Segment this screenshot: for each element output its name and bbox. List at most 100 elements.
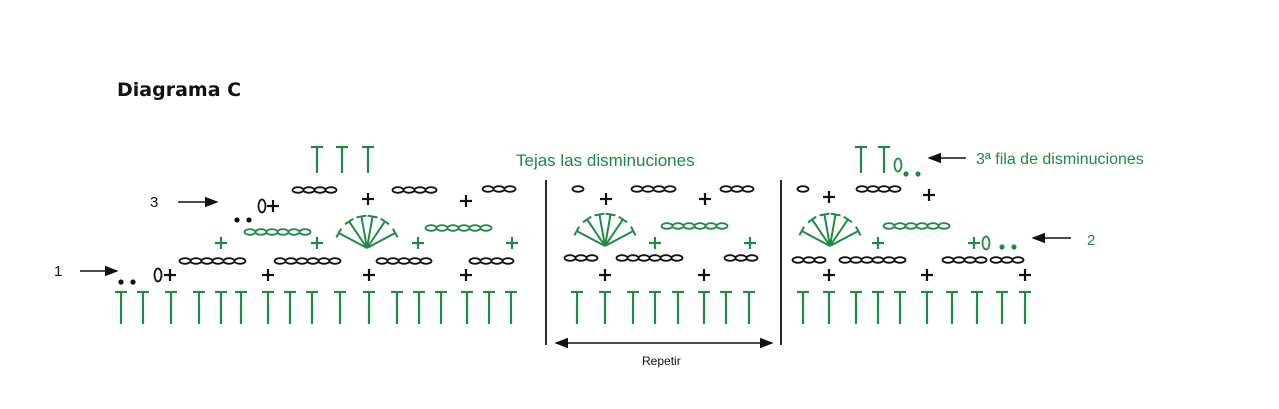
loop-stitches [153, 157, 991, 283]
chain-stitch [637, 254, 651, 262]
chain-stitch [926, 222, 940, 230]
loop-stitch [981, 235, 991, 251]
chain-stitch [490, 257, 504, 265]
chain-stitch [813, 256, 827, 264]
chain-stitches [178, 185, 1025, 265]
chain-stitch [659, 254, 673, 262]
chain-stitch [952, 256, 966, 264]
plus-stitch [600, 193, 612, 205]
chain-stitch [200, 257, 214, 265]
fan-stitch-bar [573, 226, 580, 236]
plus-stitch [744, 237, 756, 249]
plus-stitch [1019, 269, 1031, 281]
dot-stitch [903, 171, 909, 177]
chain-stitch [741, 185, 755, 193]
chain-stitch [877, 185, 891, 193]
fan-stitch-stem [604, 214, 612, 247]
tall-stitch [284, 290, 296, 324]
chain-stitch [745, 254, 759, 262]
fan-stitch-bar [594, 212, 605, 217]
fan-stitch-stem [801, 230, 831, 247]
chain-stitch [413, 186, 427, 194]
chain-stitch [648, 254, 662, 262]
chain-stitch [468, 257, 482, 265]
plus-stitch [267, 200, 279, 212]
plus-stitch [412, 237, 424, 249]
tall-stitch [306, 290, 318, 324]
tall-stitch [823, 290, 835, 324]
tall-stitch [1019, 290, 1031, 324]
chain-stitch [791, 256, 805, 264]
chain-stitch [626, 254, 640, 262]
plus-stitches [164, 189, 1031, 281]
tall-stitch [115, 290, 127, 324]
fan-stitch-stem [576, 230, 606, 247]
dot-stitch [1011, 244, 1017, 250]
chain-stitch [652, 185, 666, 193]
chain-stitch [419, 257, 433, 265]
dot-stitch [118, 279, 124, 285]
tall-stitch [461, 290, 473, 324]
plus-stitch [872, 237, 884, 249]
fan-stitch [573, 212, 637, 247]
chain-stitch [963, 256, 977, 264]
chain-stitch [479, 224, 493, 232]
fan-stitch-bar [830, 212, 841, 217]
chain-stitch [802, 256, 816, 264]
tall-stitch [391, 290, 403, 324]
chain-stitch [424, 186, 438, 194]
chain-stitch [481, 185, 495, 193]
chain-stitch [317, 257, 331, 265]
chain-stitch [211, 257, 225, 265]
fan-stitch-stem [829, 214, 837, 247]
chain-stitch [882, 256, 896, 264]
chain-stitch [254, 228, 268, 236]
chain-stitch [291, 186, 305, 194]
tall-stitch [483, 290, 495, 324]
chain-stitch [468, 224, 482, 232]
chain-stitch [1011, 256, 1025, 264]
chain-stitch [313, 186, 327, 194]
fan-stitch-stem [348, 220, 368, 249]
dot-stitch [999, 244, 1005, 250]
plus-stitch [215, 237, 227, 249]
chain-stitch [1000, 256, 1014, 264]
row-marker-2: 2 [1087, 232, 1095, 249]
chain-stitch [457, 224, 471, 232]
tall-stitch [215, 290, 227, 324]
chain-stitch [888, 185, 902, 193]
chain-stitch [408, 257, 422, 265]
tall-stitch [599, 290, 611, 324]
tall-stitch [165, 290, 177, 324]
plus-stitch [698, 269, 710, 281]
tall-stitch [649, 290, 661, 324]
fan-stitch-stem [586, 218, 606, 247]
tall-stitch [971, 290, 983, 324]
chain-stitch [501, 257, 515, 265]
chain-stitch [615, 254, 629, 262]
tall-stitch [720, 290, 732, 324]
chain-stitch [893, 222, 907, 230]
chain-stitch [585, 254, 599, 262]
chain-stitch [492, 185, 506, 193]
chain-stitch [838, 256, 852, 264]
plus-stitch [506, 237, 518, 249]
tall-stitch [336, 145, 348, 173]
tall-stitch [627, 290, 639, 324]
chain-stitch [397, 257, 411, 265]
tall-stitch [334, 290, 346, 324]
fan-stitch-bar [356, 214, 367, 219]
chain-stitch [660, 222, 674, 230]
fan-stitch-stem [338, 232, 368, 249]
fan-stitch-bar [843, 215, 853, 224]
chain-stitch [893, 256, 907, 264]
loop-stitch [153, 267, 163, 283]
plus-stitch [823, 269, 835, 281]
chain-stitch [989, 256, 1003, 264]
tall-stitch [872, 290, 884, 324]
tall-stitch [363, 290, 375, 324]
chain-stitch [871, 256, 885, 264]
chain-stitch [273, 257, 287, 265]
chain-stitch [734, 254, 748, 262]
